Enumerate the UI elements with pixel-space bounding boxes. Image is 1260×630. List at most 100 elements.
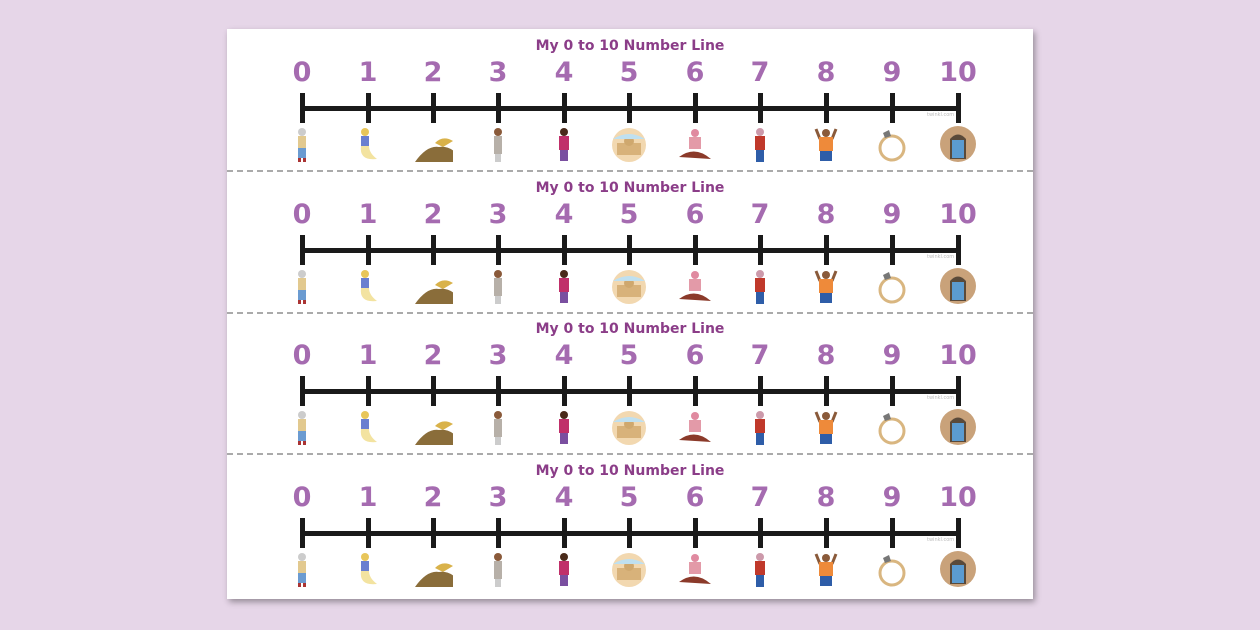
ring-icon bbox=[872, 125, 912, 163]
number-label: 4 bbox=[554, 340, 574, 371]
tick-mark bbox=[300, 376, 305, 406]
tick-mark bbox=[890, 234, 895, 265]
ring-icon bbox=[872, 408, 912, 446]
number-label: 6 bbox=[685, 481, 705, 513]
number-label: 8 bbox=[816, 481, 836, 513]
tick-mark bbox=[366, 376, 371, 406]
tick-mark bbox=[627, 517, 632, 548]
man-on-carpet-icon bbox=[675, 408, 715, 446]
tick-mark bbox=[496, 234, 501, 265]
boy-icon bbox=[282, 125, 322, 163]
tick-mark bbox=[366, 517, 371, 548]
number-label: 3 bbox=[488, 198, 508, 230]
merchant-icon bbox=[806, 550, 846, 588]
tick-mark bbox=[824, 517, 829, 548]
strip-title: My 0 to 10 Number Line bbox=[535, 179, 725, 196]
strip-title: My 0 to 10 Number Line bbox=[535, 38, 725, 54]
number-label: 5 bbox=[619, 481, 639, 513]
sultan-icon bbox=[740, 550, 780, 588]
strip-title: My 0 to 10 Number Line bbox=[535, 321, 725, 337]
lamp-treasure-icon bbox=[413, 408, 453, 446]
boy-icon bbox=[282, 550, 322, 588]
number-label: 2 bbox=[423, 340, 443, 371]
cut-line bbox=[227, 453, 1033, 455]
tick-mark bbox=[890, 93, 895, 123]
tick-mark bbox=[627, 234, 632, 265]
princess-icon bbox=[544, 267, 584, 305]
man-on-carpet-icon bbox=[675, 125, 715, 163]
man-icon bbox=[478, 125, 518, 163]
man-icon bbox=[478, 408, 518, 446]
tick-mark bbox=[956, 234, 961, 265]
number-label: 10 bbox=[939, 340, 977, 371]
number-label: 8 bbox=[816, 198, 836, 230]
number-label: 1 bbox=[358, 198, 378, 230]
ring-icon bbox=[872, 550, 912, 588]
number-label: 8 bbox=[816, 57, 836, 88]
tick-mark bbox=[758, 93, 763, 123]
tick-mark bbox=[496, 93, 501, 123]
number-label: 9 bbox=[882, 57, 902, 88]
sultan-icon bbox=[740, 125, 780, 163]
genie-icon bbox=[348, 125, 388, 163]
number-label: 0 bbox=[292, 57, 312, 88]
number-label: 1 bbox=[358, 57, 378, 88]
tick-mark bbox=[693, 517, 698, 548]
number-label: 5 bbox=[619, 57, 639, 88]
number-label: 3 bbox=[488, 57, 508, 88]
man-icon bbox=[478, 267, 518, 305]
tick-mark bbox=[627, 376, 632, 406]
number-label: 9 bbox=[882, 340, 902, 371]
lamp-treasure-icon bbox=[413, 125, 453, 163]
man-on-carpet-icon bbox=[675, 267, 715, 305]
number-label: 4 bbox=[554, 481, 574, 513]
number-label: 3 bbox=[488, 340, 508, 371]
number-label: 5 bbox=[619, 340, 639, 371]
tick-mark bbox=[431, 517, 436, 548]
number-label: 10 bbox=[939, 57, 977, 88]
palace-icon bbox=[609, 408, 649, 446]
palace-icon bbox=[609, 267, 649, 305]
lamp-treasure-icon bbox=[413, 267, 453, 305]
cut-line bbox=[227, 311, 1033, 314]
number-label: 7 bbox=[750, 57, 770, 88]
number-label: 4 bbox=[554, 198, 574, 230]
tick-mark bbox=[300, 517, 305, 548]
tick-mark bbox=[890, 376, 895, 406]
cave-door-icon bbox=[938, 550, 978, 588]
tick-mark bbox=[693, 93, 698, 123]
number-label: 9 bbox=[882, 198, 902, 230]
tick-mark bbox=[627, 93, 632, 123]
number-label: 0 bbox=[292, 198, 312, 230]
number-label: 7 bbox=[750, 340, 770, 371]
watermark: twinkl.com bbox=[927, 112, 955, 118]
princess-icon bbox=[544, 550, 584, 588]
tick-mark bbox=[956, 93, 961, 123]
sultan-icon bbox=[740, 408, 780, 446]
tick-mark bbox=[496, 517, 501, 548]
tick-mark bbox=[824, 234, 829, 265]
tick-mark bbox=[758, 376, 763, 406]
tick-mark bbox=[956, 376, 961, 406]
cave-door-icon bbox=[938, 125, 978, 163]
tick-mark bbox=[758, 234, 763, 265]
genie-icon bbox=[348, 550, 388, 588]
tick-mark bbox=[758, 517, 763, 548]
merchant-icon bbox=[806, 408, 846, 446]
number-label: 1 bbox=[358, 481, 378, 513]
palace-icon bbox=[609, 550, 649, 588]
tick-mark bbox=[431, 93, 436, 123]
tick-mark bbox=[562, 234, 567, 265]
cave-door-icon bbox=[938, 408, 978, 446]
merchant-icon bbox=[806, 125, 846, 163]
sultan-icon bbox=[740, 267, 780, 305]
tick-mark bbox=[824, 93, 829, 123]
number-label: 6 bbox=[685, 340, 705, 371]
boy-icon bbox=[282, 267, 322, 305]
boy-icon bbox=[282, 408, 322, 446]
strip-title: My 0 to 10 Number Line bbox=[535, 462, 725, 479]
